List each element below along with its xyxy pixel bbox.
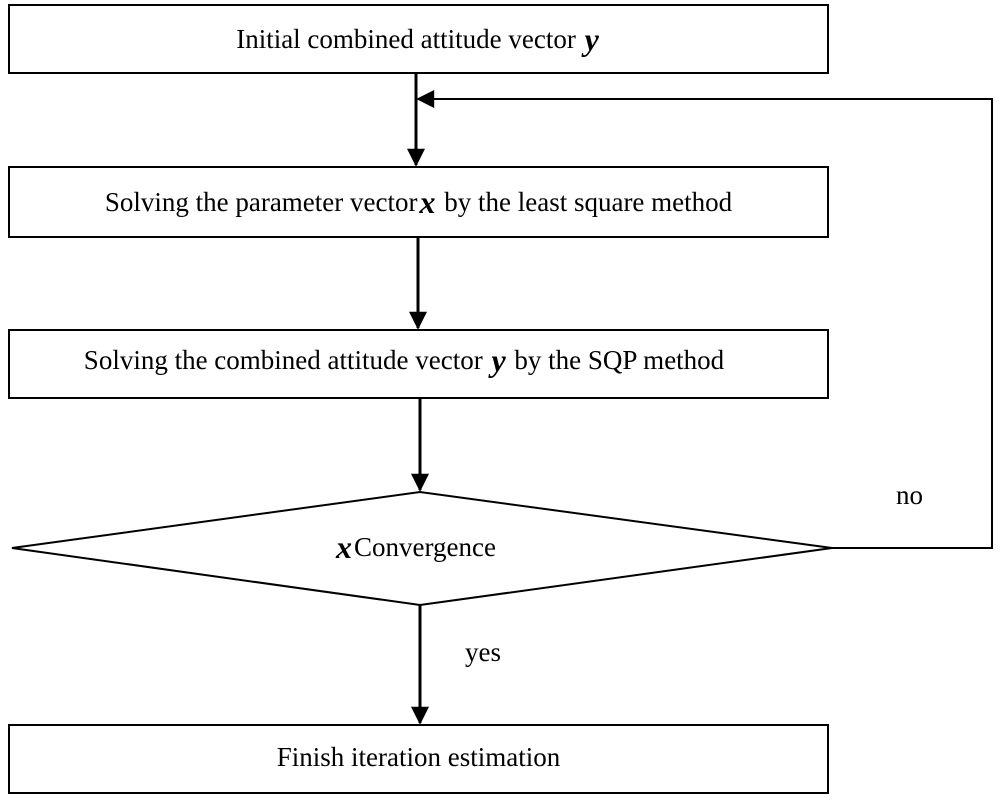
sqp-label: Solving the combined attitude vector y b… bbox=[9, 330, 799, 390]
start-text: Initial combined attitude vector bbox=[236, 23, 583, 54]
end-text: Finish iteration estimation bbox=[276, 741, 561, 772]
yes-label: yes bbox=[465, 637, 501, 667]
least-square-text-after: by the least square method bbox=[437, 186, 733, 217]
sqp-text-before: Solving the combined attitude vector bbox=[83, 344, 490, 375]
decision-text: Convergence bbox=[354, 531, 496, 562]
decision-var: x bbox=[336, 528, 353, 565]
loop-back-no-path bbox=[416, 90, 993, 549]
start-var: y bbox=[584, 20, 599, 57]
sqp-text-after: by the SQP method bbox=[507, 344, 725, 375]
start-label: Initial combined attitude vector y bbox=[9, 5, 828, 73]
no-label: no bbox=[896, 480, 923, 510]
end-label: Finish iteration estimation bbox=[9, 725, 828, 789]
least-square-var: x bbox=[419, 183, 436, 220]
end-box bbox=[8, 724, 829, 794]
sqp-var: y bbox=[491, 341, 506, 378]
start-box bbox=[8, 4, 829, 74]
least-square-text-before: Solving the parameter vector bbox=[104, 186, 418, 217]
